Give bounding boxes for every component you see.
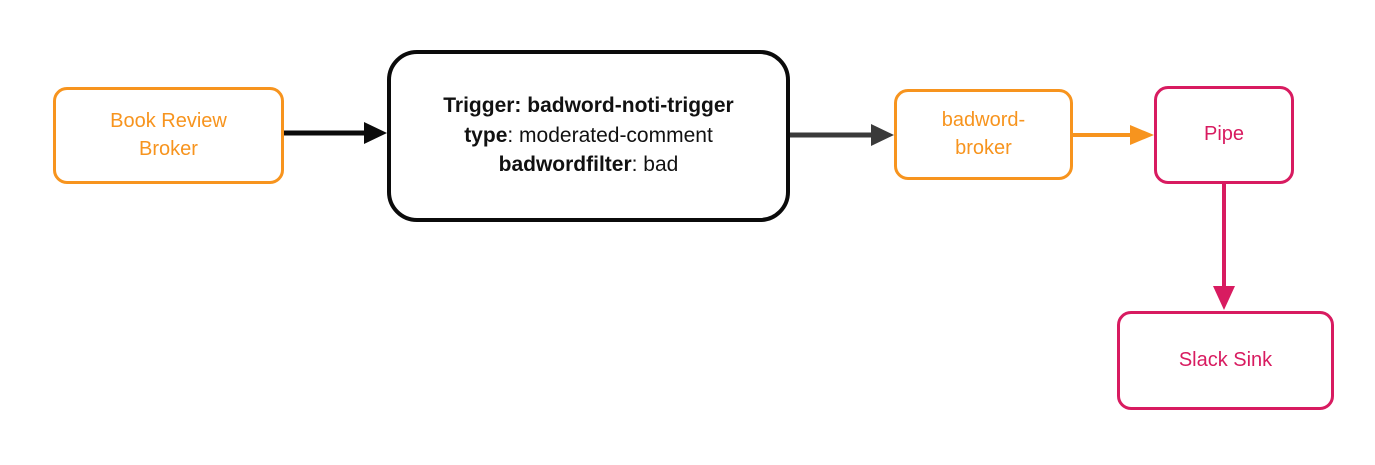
node-badword-broker-line1: badword-: [941, 108, 1026, 131]
trigger-line-2: type: moderated-comment: [391, 122, 786, 151]
node-badword-noti-trigger[interactable]: Trigger: badword-noti-trigger type: mode…: [387, 50, 790, 222]
trigger-line-2-key: type: [464, 123, 508, 147]
trigger-line-3: badwordfilter: bad: [391, 151, 786, 180]
edge-broker-to-trigger: [284, 118, 390, 148]
node-book-review-broker-label: Book Review Broker: [56, 108, 281, 163]
node-slack-sink-label: Slack Sink: [1178, 348, 1273, 371]
node-book-review-broker-line1: Book Review: [110, 109, 227, 132]
node-badword-broker-label: badword- broker: [897, 107, 1070, 162]
trigger-line-1: Trigger: badword-noti-trigger: [391, 92, 786, 121]
node-badword-broker-line2: broker: [955, 136, 1012, 159]
edge-pipe-to-slack-sink: [1209, 184, 1239, 312]
trigger-line-2-value: : moderated-comment: [507, 123, 713, 147]
trigger-line-3-key: badwordfilter: [498, 153, 632, 177]
node-pipe-label: Pipe: [1203, 123, 1245, 146]
node-book-review-broker-line2: Broker: [139, 137, 198, 160]
node-pipe[interactable]: Pipe: [1154, 86, 1294, 184]
node-slack-sink[interactable]: Slack Sink: [1117, 311, 1334, 410]
trigger-line-3-value: : bad: [631, 153, 679, 177]
trigger-line-1-bold: Trigger: badword-noti-trigger: [443, 93, 734, 117]
node-badword-noti-trigger-label: Trigger: badword-noti-trigger type: mode…: [391, 91, 786, 182]
edge-badword-broker-to-pipe: [1073, 120, 1158, 150]
edge-trigger-to-badword-broker: [790, 120, 898, 150]
node-book-review-broker[interactable]: Book Review Broker: [53, 87, 284, 184]
node-badword-broker[interactable]: badword- broker: [894, 89, 1073, 180]
